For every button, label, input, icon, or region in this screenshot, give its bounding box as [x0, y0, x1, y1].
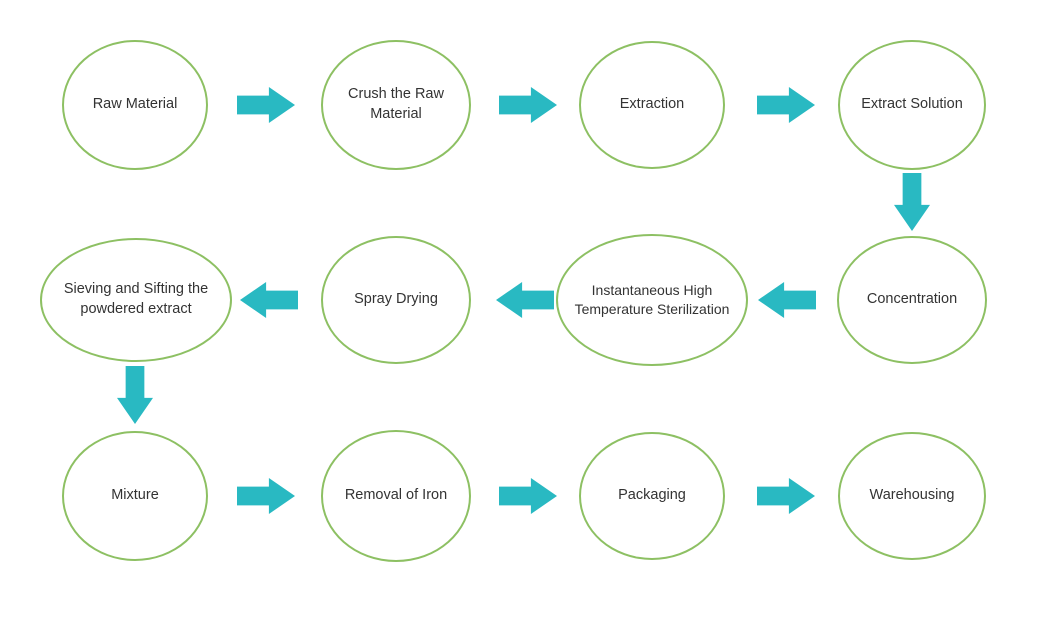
node-packaging-label: Packaging [618, 487, 686, 504]
node-warehousing-label: Warehousing [869, 487, 955, 504]
node-extract-solution-label: Extract Solution [861, 96, 963, 113]
node-extract-solution: Extract Solution [838, 40, 986, 170]
node-crush-raw-material: Crush the Raw Material [321, 40, 471, 170]
node-raw-material: Raw Material [62, 40, 208, 170]
node-spray-drying: Spray Drying [321, 236, 471, 364]
arrow-right-icon [499, 87, 557, 123]
node-instantaneous-sterilization-label: Instantaneous High Temperature Steriliza… [574, 282, 730, 317]
node-concentration-label: Concentration [866, 291, 958, 308]
arrow-left-icon [496, 282, 554, 318]
arrow-down-icon [894, 173, 930, 231]
node-mixture: Mixture [62, 431, 208, 561]
node-instantaneous-sterilization: Instantaneous High Temperature Steriliza… [556, 234, 748, 366]
node-spray-drying-label: Spray Drying [354, 291, 438, 308]
arrow-down-icon [117, 366, 153, 424]
node-warehousing: Warehousing [838, 432, 986, 560]
node-extraction-label: Extraction [619, 96, 685, 113]
arrow-right-icon [237, 478, 295, 514]
node-mixture-label: Mixture [111, 487, 159, 504]
arrow-right-icon [237, 87, 295, 123]
arrow-left-icon [240, 282, 298, 318]
node-crush-raw-material-label: Crush the Raw Material [348, 86, 444, 122]
node-removal-of-iron: Removal of Iron [321, 430, 471, 562]
arrow-left-icon [758, 282, 816, 318]
node-extraction: Extraction [579, 41, 725, 169]
arrow-right-icon [757, 87, 815, 123]
node-sieving-sifting-label: Sieving and Sifting the powdered extract [63, 281, 209, 317]
arrow-right-icon [757, 478, 815, 514]
node-concentration: Concentration [837, 236, 987, 364]
node-packaging: Packaging [579, 432, 725, 560]
node-removal-of-iron-label: Removal of Iron [344, 487, 448, 504]
node-sieving-sifting: Sieving and Sifting the powdered extract [40, 238, 232, 362]
arrow-right-icon [499, 478, 557, 514]
node-raw-material-label: Raw Material [92, 96, 178, 113]
